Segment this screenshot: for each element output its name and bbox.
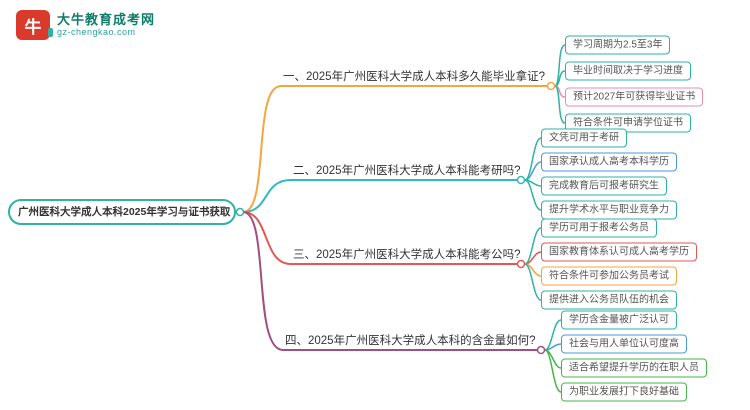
logo-domain: gz-chengkao.com	[57, 27, 136, 37]
leaf-node: 学习周期为2.5至3年	[565, 35, 671, 55]
leaf-node: 符合条件可参加公务员考试	[541, 266, 677, 286]
leaf-node: 文凭可用于考研	[541, 128, 627, 148]
leaf-node: 完成教育后可报考研究生	[541, 176, 667, 196]
leaf-node: 毕业时间取决于学习进度	[565, 61, 691, 81]
leaf-connectors	[524, 44, 566, 393]
logo-text: 大牛教育成考网 gz-chengkao.com	[57, 12, 155, 38]
site-logo[interactable]: 牛 大牛教育成考网 gz-chengkao.com	[16, 10, 155, 40]
leaf-node: 学历可用于报考公务员	[541, 218, 657, 238]
branch-node-4: 四、2025年广州医科大学成人本科的含金量如何?	[285, 335, 536, 347]
leaf-node: 为职业发展打下良好基础	[561, 382, 687, 402]
branch-node-2: 二、2025年广州医科大学成人本科能考研吗?	[293, 165, 521, 177]
branch-node-3: 三、2025年广州医科大学成人本科能考公吗?	[293, 249, 521, 261]
leaf-node: 社会与用人单位认可度高	[561, 334, 687, 354]
leaf-node: 提供进入公务员队伍的机会	[541, 290, 677, 310]
root-node: 广州医科大学成人本科2025年学习与证书获取	[8, 199, 236, 225]
leaf-node: 提升学术水平与职业竞争力	[541, 200, 677, 220]
leaf-node: 学历含金量被广泛认可	[561, 310, 677, 330]
leaf-node: 预计2027年可获得毕业证书	[565, 87, 704, 107]
node-endpoint-dots	[235, 81, 556, 355]
leaf-node: 符合条件可申请学位证书	[565, 113, 691, 133]
leaf-node: 适合希望提升学历的在职人员	[561, 358, 707, 378]
logo-title: 大牛教育成考网	[57, 12, 156, 27]
leaf-node: 国家教育体系认可成人高考学历	[541, 242, 697, 262]
bull-logo-icon: 牛	[16, 10, 53, 40]
leaf-node: 国家承认成人高考本科学历	[541, 152, 677, 172]
spine-curves	[242, 85, 548, 351]
branch-node-1: 一、2025年广州医科大学成人本科多久能毕业拿证?	[283, 71, 545, 83]
